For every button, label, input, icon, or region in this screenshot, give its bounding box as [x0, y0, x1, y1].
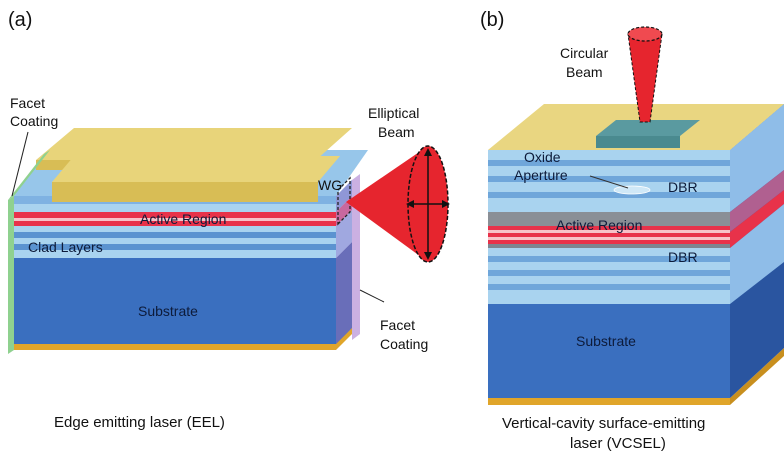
eel-substrate-side — [336, 242, 352, 344]
vcsel-caption-line2: laser (VCSEL) — [570, 435, 666, 452]
eel-facet-coating-right — [336, 180, 352, 344]
eel-label-facet-coating-left-2: Coating — [10, 113, 58, 129]
eel-label-facet-coating-left-1: Facet — [10, 95, 45, 111]
vcsel-caption-line1: Vertical-cavity surface-emitting — [502, 415, 705, 432]
vcsel-oxide-pointer — [589, 175, 629, 189]
eel-label-facet-coating-right-1: Facet — [380, 317, 415, 333]
vcsel-gold-base-side — [730, 348, 784, 405]
eel-facet-left-pointer — [11, 131, 29, 197]
vcsel-label-substrate: Substrate — [576, 333, 636, 349]
eel-beam-arrowhead-left — [406, 200, 414, 208]
vcsel-side-stripes — [730, 104, 784, 304]
eel-caption: Edge emitting laser (EEL) — [54, 414, 225, 431]
vcsel-mesa-top — [596, 120, 700, 136]
eel-label-facet-coating-right-2: Coating — [380, 336, 428, 352]
vcsel-label-circular-beam-1: Circular — [560, 45, 609, 61]
eel-facet-right-pointer — [359, 289, 385, 303]
vcsel-dbr-bottom — [488, 248, 730, 304]
eel-beam-arrowhead-down — [424, 252, 432, 260]
eel-label-elliptical-beam-2: Beam — [378, 124, 415, 140]
eel-wg-outline — [337, 176, 351, 226]
vcsel-gold-base — [488, 398, 730, 405]
vcsel-label-dbr-bottom: DBR — [668, 249, 698, 265]
eel-label-clad-layers: Clad Layers — [28, 239, 103, 255]
eel-label-substrate: Substrate — [138, 303, 198, 319]
eel-substrate-front — [14, 258, 336, 344]
panel-b-vcsel: (b) — [480, 9, 784, 452]
eel-facet-coating-left — [8, 196, 14, 354]
eel-facet-coating-left-top — [8, 150, 50, 200]
eel-beam-cone — [346, 146, 428, 262]
vcsel-oxide-aperture — [613, 185, 651, 195]
eel-beam-arrowhead-right — [442, 200, 450, 208]
vcsel-label-oxide-aperture-2: Aperture — [514, 167, 568, 183]
eel-contacts — [36, 128, 352, 202]
eel-label-active-region: Active Region — [140, 211, 226, 227]
eel-beam-arrowhead-up — [424, 148, 432, 156]
vcsel-label-circular-beam-2: Beam — [566, 64, 603, 80]
eel-label-elliptical-beam-1: Elliptical — [368, 105, 419, 121]
vcsel-label-active-region: Active Region — [556, 217, 642, 233]
vcsel-active-region — [488, 212, 730, 248]
eel-gold-base — [14, 328, 352, 350]
vcsel-beam-top — [627, 26, 663, 42]
panel-a-eel: (a) — [8, 9, 450, 431]
eel-clad-layers — [14, 226, 336, 258]
panel-b-label: (b) — [480, 9, 504, 31]
vcsel-label-oxide-aperture-1: Oxide — [524, 149, 561, 165]
eel-facet-coating-right-edge — [352, 174, 360, 340]
eel-label-wg: WG — [318, 177, 342, 193]
vcsel-mesa-front — [596, 136, 680, 148]
vcsel-dbr-top — [488, 150, 730, 212]
panel-a-label: (a) — [8, 9, 32, 31]
vcsel-substrate-front — [488, 304, 730, 398]
vcsel-label-dbr-top: DBR — [668, 179, 698, 195]
eel-active-region — [14, 212, 336, 226]
